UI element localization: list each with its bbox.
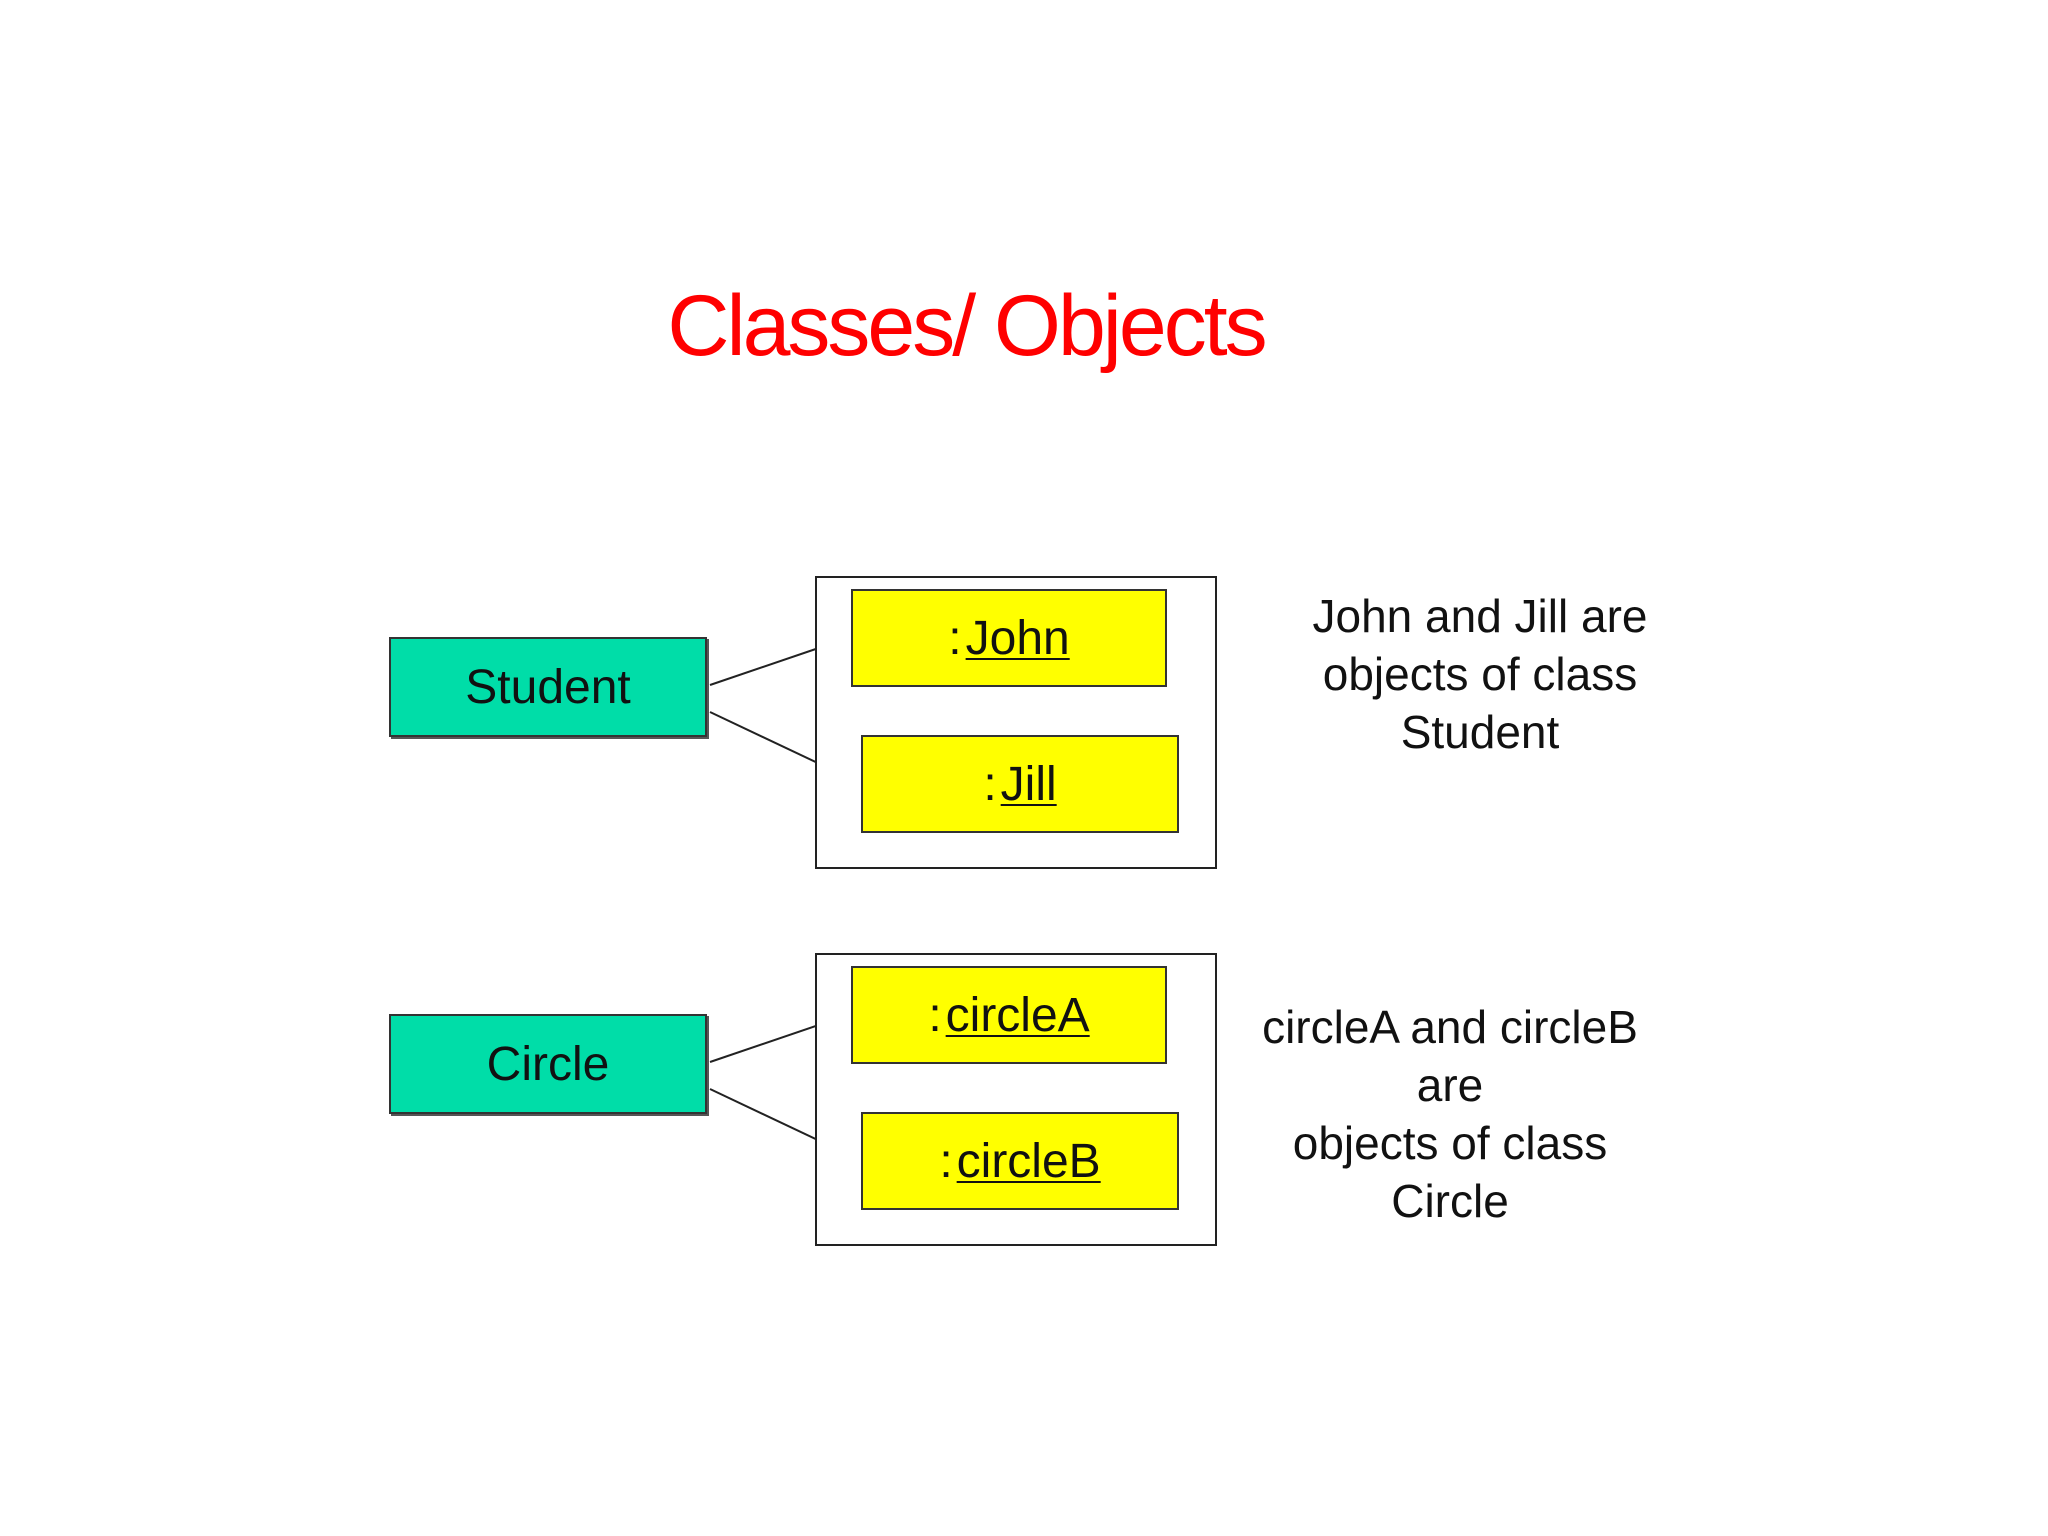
object-colon: :: [939, 1134, 953, 1188]
class-name: Circle: [486, 1037, 610, 1091]
class-name: Student: [465, 660, 631, 714]
note-line: are: [1416, 1059, 1484, 1111]
object-name: circleA: [945, 988, 1090, 1042]
note-line: circleA and circleB: [1262, 1001, 1638, 1053]
object-box-john: :John: [851, 589, 1167, 687]
note-line: John and Jill are: [1312, 590, 1648, 642]
class-box-student: Student: [389, 637, 707, 737]
object-colon: :: [928, 988, 942, 1042]
note-line: Circle: [1391, 1175, 1509, 1227]
object-name: circleB: [956, 1134, 1101, 1188]
note-line: Student: [1400, 706, 1560, 758]
object-colon: :: [983, 757, 997, 811]
note-student: John and Jill are objects of class Stude…: [1270, 587, 1690, 761]
slide-title: Classes/ Objects: [667, 278, 1267, 374]
note-line: objects of class: [1322, 648, 1638, 700]
object-name: John: [965, 611, 1070, 665]
object-box-jill: :Jill: [861, 735, 1179, 833]
note-line: objects of class: [1292, 1117, 1608, 1169]
object-colon: :: [948, 611, 962, 665]
object-box-circlea: :circleA: [851, 966, 1167, 1064]
class-box-circle: Circle: [389, 1014, 707, 1114]
note-circle: circleA and circleB are objects of class…: [1230, 998, 1670, 1230]
object-name: Jill: [1000, 757, 1057, 811]
object-box-circleb: :circleB: [861, 1112, 1179, 1210]
